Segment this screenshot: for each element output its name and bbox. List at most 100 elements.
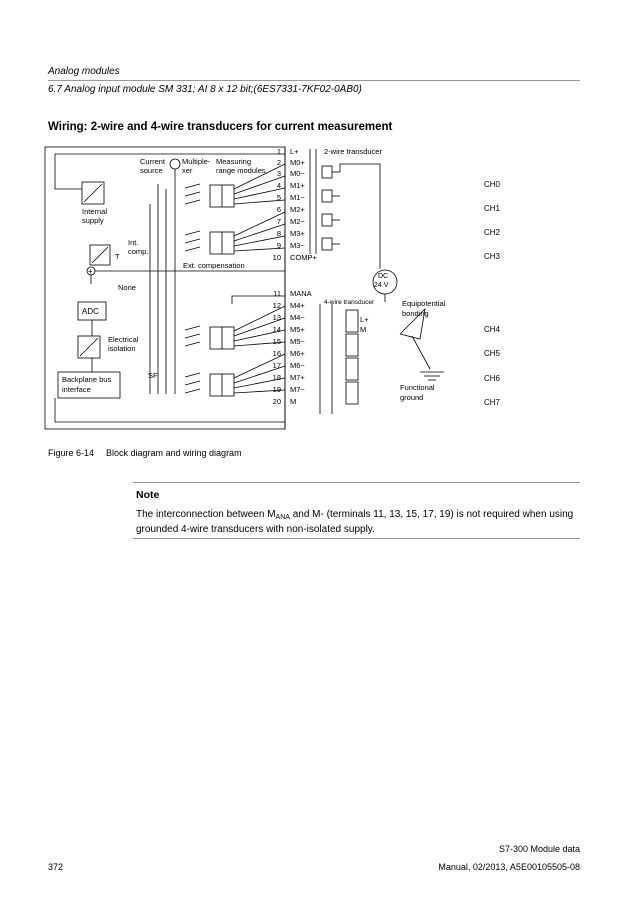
backplane-label-1: Backplane bus (62, 375, 111, 384)
terminal-label: L+ (290, 147, 299, 156)
multiplexer-label-2: xer (182, 166, 193, 175)
terminal-label: M0− (290, 169, 305, 178)
terminal-label: M6− (290, 361, 305, 370)
wiring-diagram: Current source Multiple- xer Measuring r… (44, 146, 501, 430)
electrical-isolation-label-1: Electrical (108, 335, 139, 344)
terminal-number: 15 (273, 337, 281, 346)
ext-compensation-label: Ext. compensation (183, 261, 245, 270)
terminal-number: 12 (273, 301, 281, 310)
terminal-label: M3+ (290, 229, 305, 238)
equipotential-bonding-symbol (399, 307, 426, 340)
internal-supply-block (81, 181, 105, 205)
header-rule (48, 80, 580, 81)
terminal-label: M2+ (290, 205, 305, 214)
figure-caption-text: Block diagram and wiring diagram (106, 448, 242, 458)
diagram-labels: Current source Multiple- xer Measuring r… (62, 147, 446, 402)
terminal-number: 7 (277, 217, 281, 226)
equipotential-label-1: Equipotential (402, 299, 446, 308)
channel-label: CH5 (484, 349, 501, 358)
current-source-label-1: Current (140, 157, 166, 166)
dc-label-1: DC (378, 273, 388, 280)
terminal-number: 17 (273, 361, 281, 370)
channel-label: CH0 (484, 180, 501, 189)
int-comp-block (89, 244, 111, 266)
terminal-label: M (290, 397, 296, 406)
current-source-label-2: source (140, 166, 163, 175)
terminal-label: M6+ (290, 349, 305, 358)
terminal-number: 19 (273, 385, 281, 394)
page-number: 372 (48, 862, 64, 872)
terminal-number: 5 (277, 193, 281, 202)
terminal-label: M2− (290, 217, 305, 226)
int-comp-label-1: Int. (128, 238, 138, 247)
note-text-after: and M- (terminals 11, 13, 15, 17, 19) is… (136, 509, 574, 535)
running-header-section: Analog modules (48, 66, 120, 77)
terminal-number: 2 (277, 158, 281, 167)
terminal-label: M5+ (290, 325, 305, 334)
electrical-isolation-block (77, 335, 101, 359)
channel-label: CH2 (484, 228, 501, 237)
internal-supply-label-2: supply (82, 216, 104, 225)
functional-ground-label-1: Functional (400, 383, 435, 392)
terminal-number: 1 (277, 147, 281, 156)
note-text: The interconnection between MANA and M- … (136, 508, 576, 537)
note-text-sub: ANA (275, 514, 290, 521)
section-title: Wiring: 2-wire and 4-wire transducers fo… (48, 121, 393, 133)
terminal-label: M0+ (290, 158, 305, 167)
backplane-label-2: interface (62, 385, 91, 394)
terminal-number: 16 (273, 349, 281, 358)
internal-supply-label-1: Internal (82, 207, 107, 216)
terminal-number: 14 (273, 325, 281, 334)
current-source-symbol (169, 158, 181, 170)
channel-label: CH7 (484, 398, 501, 407)
four-wire-transducers (319, 304, 359, 414)
terminal-number: 8 (277, 229, 281, 238)
terminal-number: 3 (277, 169, 281, 178)
terminal-label: M1− (290, 193, 305, 202)
note-label: Note (136, 489, 160, 501)
note-rule-top (133, 482, 580, 483)
footer-manual: Manual, 02/2013, A5E00105505-08 (438, 862, 580, 872)
temperature-label: T (115, 252, 120, 261)
running-header-title: 6.7 Analog input module SM 331; AI 8 x 1… (48, 84, 362, 95)
dc-label-2: 24 V (374, 282, 389, 289)
l-plus-label: L+ (360, 315, 369, 324)
int-comp-label-2: comp. (128, 247, 148, 256)
terminal-label: M1+ (290, 181, 305, 190)
terminal-number: 6 (277, 205, 281, 214)
multiplexer-label-1: Multiple- (182, 157, 211, 166)
terminal-label: M4− (290, 313, 305, 322)
equipotential-label-2: bonding (402, 309, 429, 318)
backplane-bus-block (57, 371, 121, 399)
terminal-number: 11 (273, 289, 281, 298)
channel-label: CH3 (484, 252, 501, 261)
channel-label: CH1 (484, 204, 501, 213)
sf-label: SF (148, 371, 158, 380)
terminal-label: MANA (290, 289, 312, 298)
measuring-range-label-2: range modules (216, 166, 266, 175)
terminal-label: M7+ (290, 373, 305, 382)
terminal-label: M7− (290, 385, 305, 394)
terminal-number: 20 (273, 397, 281, 406)
footer-product: S7-300 Module data (498, 844, 580, 854)
channel-label: CH6 (484, 374, 501, 383)
figure-number: Figure 6-14 (48, 448, 95, 458)
terminal-number: 13 (273, 313, 281, 322)
channel-label: CH4 (484, 325, 501, 334)
terminal-label: M3− (290, 241, 305, 250)
figure-caption: Figure 6-14 Block diagram and wiring diag… (48, 448, 242, 458)
four-wire-transducer-label: 4-wire transducer (324, 299, 375, 306)
terminal-number: 18 (273, 373, 281, 382)
terminal-label: M4+ (290, 301, 305, 310)
two-wire-transducers (309, 149, 381, 269)
terminal-number: 10 (273, 253, 281, 262)
functional-ground-label-2: ground (400, 393, 423, 402)
measuring-range-label-1: Measuring (216, 157, 251, 166)
switch-group (184, 183, 201, 394)
terminal-number: 4 (277, 181, 281, 190)
terminal-label: M5− (290, 337, 305, 346)
plus-label: + (88, 267, 93, 276)
two-wire-transducer-label: 2-wire transducer (324, 147, 382, 156)
